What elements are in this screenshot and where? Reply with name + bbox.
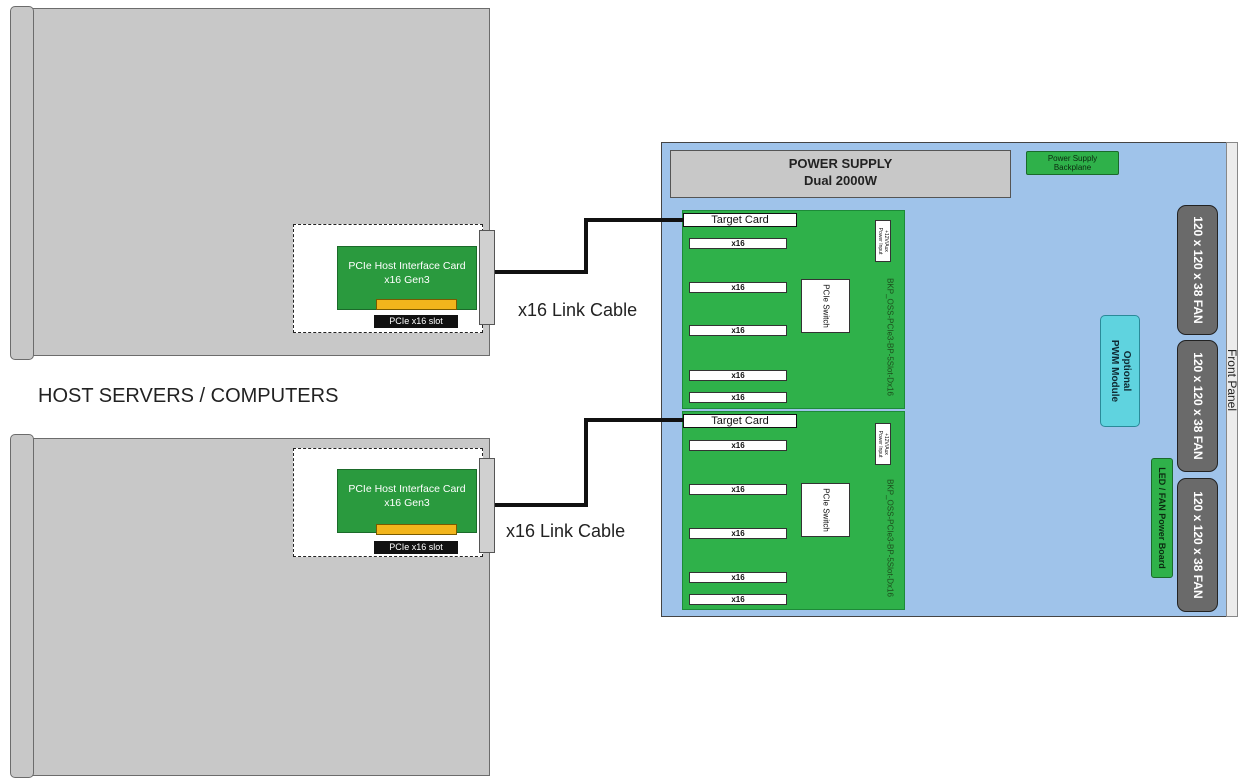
- host-card-2-line1: PCIe Host Interface Card: [348, 483, 466, 495]
- link-cable-2: [495, 418, 684, 507]
- front-panel: Front Panel: [1225, 142, 1239, 617]
- host-card-2-gold-fingers: [376, 524, 457, 535]
- host-server-1-bezel: [10, 6, 34, 360]
- pcie-switch-2: PCIe Switch: [801, 483, 850, 537]
- pcie-slot-1: PCIe x16 slot: [374, 315, 458, 328]
- led-fan-power-board: LED / FAN Power Board: [1151, 458, 1173, 578]
- backplane-1-slot-2: x16: [689, 282, 787, 293]
- host-interface-card-2: PCIe Host Interface Card x16 Gen3: [337, 469, 477, 533]
- host-card-2-bracket: [479, 458, 495, 553]
- fan-1: 120 x 120 x 38 FAN: [1177, 205, 1218, 335]
- pcie-slot-2: PCIe x16 slot: [374, 541, 458, 554]
- power-input-1: +12V/Aux Power Input: [875, 220, 891, 262]
- power-supply-backplane: Power Supply Backplane: [1026, 151, 1119, 175]
- cable-label-1: x16 Link Cable: [518, 300, 638, 320]
- backplane-1-slot-4: x16: [689, 370, 787, 381]
- backplane-1-slot-5: x16: [689, 392, 787, 403]
- pcie-switch-1: PCIe Switch: [801, 279, 850, 333]
- target-card-1: Target Card: [683, 213, 797, 227]
- backplane-1-slot-1: x16: [689, 238, 787, 249]
- power-supply-title: POWER SUPPLY: [788, 156, 893, 171]
- backplane-1-slot-3: x16: [689, 325, 787, 336]
- backplane-2-slot-2: x16: [689, 484, 787, 495]
- host-card-1-bracket: [479, 230, 495, 325]
- host-card-2-line2: x16 Gen3: [384, 497, 430, 509]
- backplane-2-slot-1: x16: [689, 440, 787, 451]
- fan-2: 120 x 120 x 38 FAN: [1177, 340, 1218, 472]
- host-card-1-line1: PCIe Host Interface Card: [348, 260, 466, 272]
- host-servers-label: HOST SERVERS / COMPUTERS: [38, 385, 339, 407]
- power-supply: POWER SUPPLY Dual 2000W: [670, 150, 1011, 198]
- psu-backplane-line2: Backplane: [1053, 163, 1092, 172]
- target-card-2: Target Card: [683, 414, 797, 428]
- fan-3: 120 x 120 x 38 FAN: [1177, 478, 1218, 612]
- backplane-2-slot-4: x16: [689, 572, 787, 583]
- backplane-2-slot-3: x16: [689, 528, 787, 539]
- host-card-1-gold-fingers: [376, 299, 457, 310]
- host-card-1-line2: x16 Gen3: [384, 274, 430, 286]
- backplane-2-slot-5: x16: [689, 594, 787, 605]
- power-input-2: +12V/Aux Power Input: [875, 423, 891, 465]
- psu-backplane-line1: Power Supply: [1047, 154, 1098, 163]
- pwm-module: Optional PWM Module: [1100, 315, 1140, 427]
- power-supply-rating: Dual 2000W: [804, 173, 877, 188]
- host-server-2-bezel: [10, 434, 34, 778]
- link-cable-1: [495, 218, 684, 274]
- cable-label-2: x16 Link Cable: [506, 521, 626, 541]
